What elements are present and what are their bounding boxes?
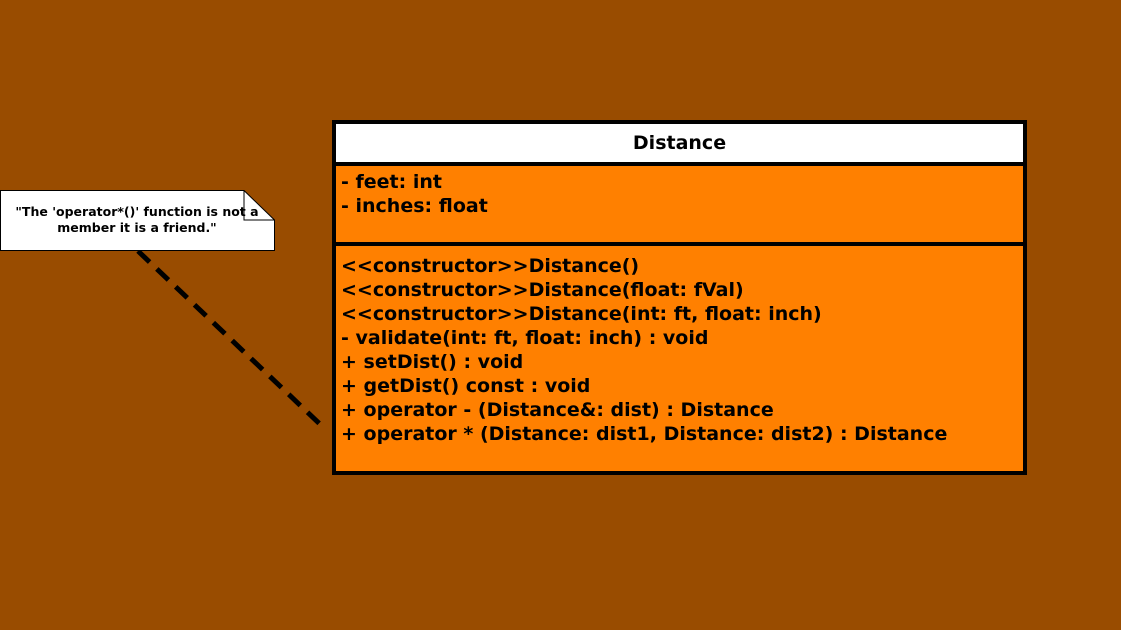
- operation-default-constructor: <<constructor>>Distance(): [341, 255, 640, 277]
- attributes-compartment: - feet: int - inches: float: [336, 166, 1023, 246]
- operation-int-float-constructor: <<constructor>>Distance(int: ft, float: …: [341, 303, 822, 325]
- class-name: Distance: [336, 124, 1023, 166]
- attribute-inches: - inches: float: [341, 195, 488, 217]
- operation-setdist: + setDist() : void: [341, 351, 524, 373]
- note-shape: [0, 190, 275, 251]
- operation-operator-multiply: + operator * (Distance: dist1, Distance:…: [341, 423, 948, 445]
- operation-getdist: + getDist() const : void: [341, 375, 591, 397]
- operation-validate: - validate(int: ft, float: inch) : void: [341, 327, 709, 349]
- note-text: "The 'operator*()' function is not a mem…: [15, 204, 259, 235]
- comment-note[interactable]: "The 'operator*()' function is not a mem…: [0, 190, 275, 251]
- operation-operator-minus: + operator - (Distance&: dist) : Distanc…: [341, 399, 774, 421]
- attribute-feet: - feet: int: [341, 171, 442, 193]
- uml-class-distance[interactable]: Distance - feet: int - inches: float <<c…: [332, 120, 1027, 475]
- operation-float-constructor: <<constructor>>Distance(float: fVal): [341, 279, 744, 301]
- operations-compartment: <<constructor>>Distance() <<constructor>…: [336, 246, 1023, 446]
